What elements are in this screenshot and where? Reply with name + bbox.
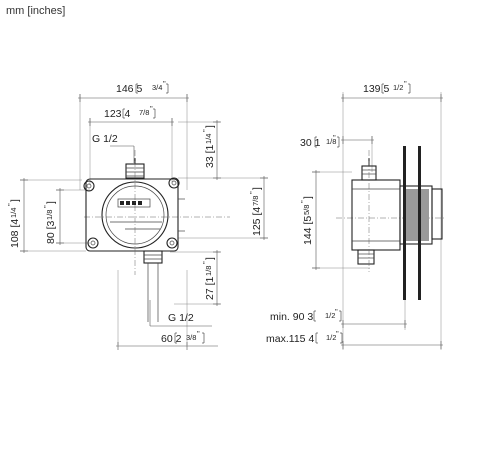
dim-height-right: 125 [4 7/8 " ]	[248, 187, 263, 236]
svg-text:1/2: 1/2	[325, 311, 335, 320]
front-view: 146 5 3/4 " 123 4 7/8 " G 1/2 108 [4 1/4…	[6, 79, 268, 350]
svg-text:80 [3: 80 [3	[45, 220, 57, 244]
dim-width-outer: 146 5 3/4 "	[116, 79, 169, 95]
svg-text:": "	[42, 205, 51, 208]
svg-text:33 [1: 33 [1	[204, 144, 216, 168]
svg-text:3/8: 3/8	[186, 333, 196, 342]
dim-min-depth: min. 90 3 1/2 "	[270, 307, 342, 323]
svg-text:1/4: 1/4	[9, 208, 18, 218]
unit-note: mm [inches]	[6, 5, 65, 17]
svg-text:": "	[335, 307, 338, 316]
svg-text:": "	[333, 133, 336, 142]
valve-body-front	[83, 150, 185, 322]
svg-text:1/8: 1/8	[45, 210, 54, 220]
svg-text:27 [1: 27 [1	[204, 276, 216, 300]
svg-text:1/2: 1/2	[326, 333, 336, 342]
svg-text:5/8: 5/8	[302, 205, 311, 215]
svg-text:": "	[6, 203, 15, 206]
svg-text:": "	[197, 329, 200, 338]
svg-text:123 4: 123 4	[104, 108, 130, 120]
svg-text:3/4: 3/4	[152, 83, 162, 92]
svg-text:7/8: 7/8	[251, 196, 260, 206]
svg-text:]: ]	[302, 196, 314, 199]
side-view: 139 5 1/2 " 30 1 1/8 " 144 [5 5/8 " ]	[266, 79, 446, 350]
svg-text:": "	[150, 104, 153, 113]
svg-text:": "	[404, 79, 407, 88]
dim-top-offset: 33 [1 1/4 " ]	[201, 125, 216, 168]
svg-text:1/4: 1/4	[204, 134, 213, 144]
svg-text:max.115 4: max.115 4	[266, 333, 314, 345]
dim-bottom-offset: 27 [1 1/8 " ]	[201, 257, 216, 300]
svg-text:min. 90 3: min. 90 3	[270, 311, 313, 323]
svg-text:7/8: 7/8	[139, 108, 149, 117]
svg-text:139 5: 139 5	[363, 83, 389, 95]
svg-text:125 [4: 125 [4	[251, 207, 263, 236]
svg-text:": "	[163, 79, 166, 88]
svg-text:]: ]	[9, 199, 21, 202]
thread-label-bottom: G 1/2	[168, 312, 194, 324]
dim-bottom-width: 60 2 3/8 "	[161, 329, 205, 345]
dim-max-depth: max.115 4 1/2 "	[266, 329, 343, 345]
svg-text:]: ]	[204, 125, 216, 128]
svg-text:146 5: 146 5	[116, 83, 142, 95]
svg-text:": "	[201, 261, 210, 264]
dim-depth-overall: 139 5 1/2 "	[363, 79, 411, 95]
dim-height-side: 144 [5 5/8 " ]	[299, 196, 314, 245]
dim-height-inner: 80 [3 1/8 " ]	[42, 201, 57, 244]
dim-height-overall: 108 [4 1/4 " ]	[6, 199, 21, 248]
svg-text:1/8: 1/8	[204, 266, 213, 276]
svg-text:1/2: 1/2	[393, 83, 403, 92]
svg-text:]: ]	[204, 257, 216, 260]
valve-body-side	[351, 146, 443, 300]
svg-text:": "	[248, 191, 257, 194]
thread-label-top: G 1/2	[92, 133, 118, 145]
svg-text:60 2: 60 2	[161, 333, 182, 345]
dim-top-depth: 30 1 1/8 "	[300, 133, 340, 149]
svg-text:30 1: 30 1	[300, 137, 321, 149]
svg-text:144 [5: 144 [5	[302, 216, 314, 245]
svg-text:": "	[201, 129, 210, 132]
svg-text:]: ]	[45, 201, 57, 204]
svg-text:108 [4: 108 [4	[9, 219, 21, 248]
svg-text:1/8: 1/8	[326, 137, 336, 146]
svg-text:]: ]	[251, 187, 263, 190]
svg-text:": "	[336, 329, 339, 338]
dim-width-inner: 123 4 7/8 "	[104, 104, 156, 120]
svg-text:": "	[299, 200, 308, 203]
